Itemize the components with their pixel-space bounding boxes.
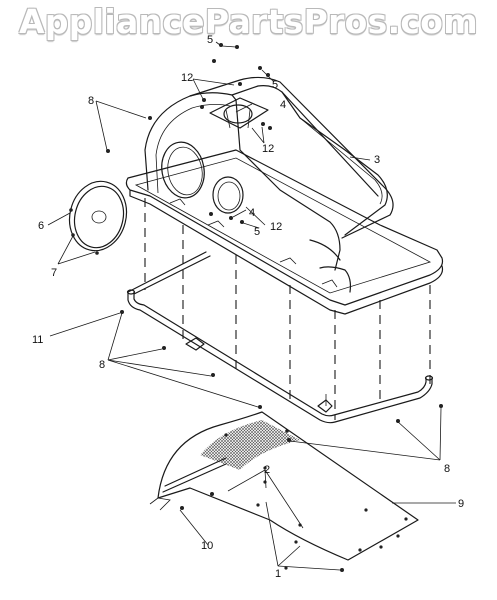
callout-1: 1 (275, 568, 281, 580)
callout-8-upper-left: 8 (88, 95, 94, 107)
fasteners (69, 43, 443, 572)
leader-lines (47, 41, 456, 571)
top-cover (125, 76, 444, 315)
callout-12-top: 12 (181, 72, 193, 84)
mesh-screen (149, 411, 419, 561)
callout-3: 3 (374, 154, 380, 166)
callout-12-side: 12 (270, 221, 282, 233)
callout-10: 10 (201, 540, 213, 552)
callout-8-right: 8 (444, 463, 450, 475)
callout-labels: 5 5 12 4 12 3 8 4 12 5 6 7 11 8 8 2 9 10… (32, 34, 464, 580)
bag-ring (68, 180, 128, 252)
callout-4-top: 4 (280, 99, 286, 111)
callout-12-upper-right: 12 (262, 143, 274, 155)
callout-5-side: 5 (254, 226, 260, 238)
assembly-guide-lines (144, 198, 431, 420)
callout-6: 6 (38, 220, 44, 232)
callout-5-right: 5 (272, 79, 278, 91)
callout-7: 7 (51, 267, 57, 279)
callout-9: 9 (458, 498, 464, 510)
callout-8-left: 8 (99, 359, 105, 371)
callout-11: 11 (32, 334, 43, 346)
callout-2: 2 (264, 464, 270, 476)
watermark-logo: AppliancePartsPros.com (19, 2, 478, 41)
callout-5-top: 5 (207, 34, 213, 46)
callout-4-side: 4 (249, 207, 255, 219)
frame-tube (126, 251, 434, 424)
